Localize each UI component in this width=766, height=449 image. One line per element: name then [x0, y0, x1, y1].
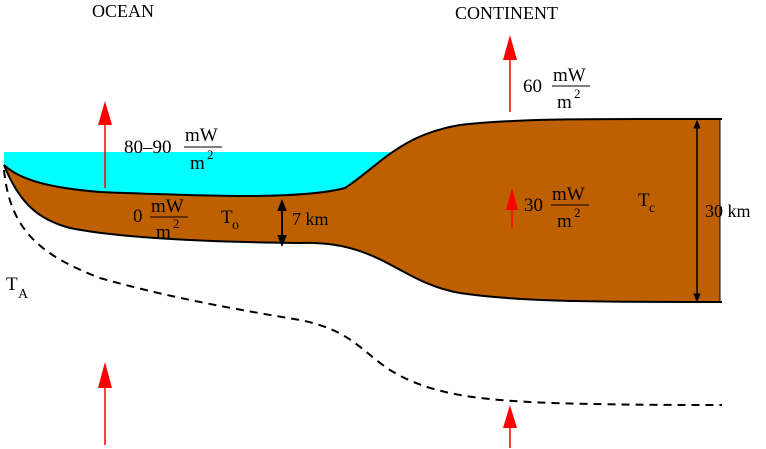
- oceanic-crust-heat-flux-label: 0 mW m 2: [133, 196, 188, 243]
- svg-text:o: o: [232, 218, 239, 233]
- svg-text:c: c: [649, 201, 655, 216]
- ocean-surface-heat-flux-label: 80–90 mW m 2: [124, 125, 222, 174]
- t-ocean-label: T o: [221, 207, 239, 233]
- svg-text:30: 30: [524, 195, 543, 216]
- svg-text:m: m: [190, 153, 205, 174]
- crust-top-line: [3, 117, 723, 197]
- t-continent-label: T c: [638, 190, 655, 216]
- svg-text:mW: mW: [552, 184, 585, 205]
- svg-text:2: 2: [173, 216, 180, 231]
- heat-flow-arrow-mantle-ocean: [98, 362, 112, 445]
- svg-text:m: m: [156, 222, 171, 243]
- svg-text:2: 2: [574, 205, 581, 220]
- svg-text:A: A: [18, 287, 29, 302]
- svg-text:2: 2: [574, 86, 581, 101]
- heat-flow-arrow-ocean-surface: [98, 101, 112, 188]
- svg-text:T: T: [638, 190, 650, 211]
- svg-text:mW: mW: [185, 125, 218, 146]
- t-asthenosphere-label: T A: [6, 274, 29, 302]
- ocean-crust-thickness-label: 7 km: [292, 209, 329, 229]
- crust-body: [4, 118, 720, 302]
- svg-text:60: 60: [523, 76, 542, 97]
- svg-text:m: m: [557, 92, 572, 113]
- svg-text:T: T: [221, 207, 233, 228]
- svg-text:m: m: [557, 211, 572, 232]
- ocean-title: OCEAN: [92, 1, 154, 21]
- continental-crust-heat-flux-label: 30 mW m 2: [524, 184, 589, 232]
- svg-text:0: 0: [133, 206, 143, 227]
- svg-text:mW: mW: [553, 65, 586, 86]
- heat-flow-arrow-mantle-continent: [503, 405, 517, 448]
- continent-crust-thickness-label: 30 km: [705, 201, 751, 221]
- heat-flow-arrow-continent-surface: [503, 35, 517, 112]
- asthenosphere-boundary-dashed: [3, 169, 723, 406]
- svg-text:T: T: [6, 274, 18, 295]
- continent-surface-heat-flux-label: 60 mW m 2: [523, 65, 590, 113]
- svg-text:2: 2: [207, 147, 214, 162]
- ocean-water: [4, 152, 420, 196]
- moho-line: [3, 164, 723, 303]
- heat-flow-arrow-continental-crust: [506, 188, 518, 228]
- svg-text:80–90: 80–90: [124, 137, 172, 158]
- continent-title: CONTINENT: [455, 3, 558, 23]
- svg-text:mW: mW: [151, 196, 184, 217]
